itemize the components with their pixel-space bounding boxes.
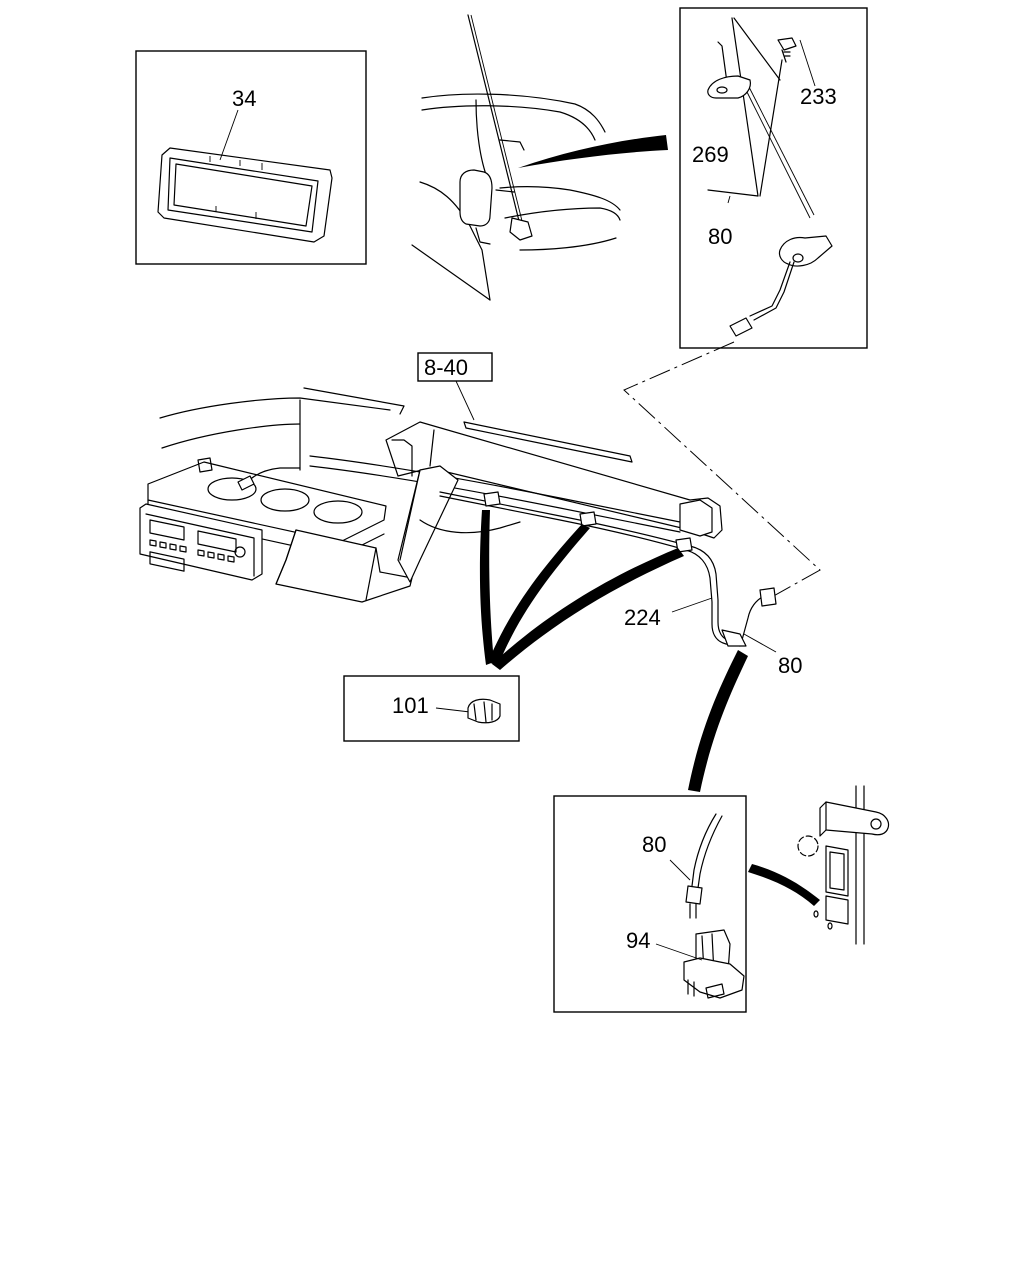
callout-101: 101 (392, 693, 429, 718)
antenna-pillar-view (411, 14, 621, 301)
callout-34: 34 (232, 86, 256, 111)
dashboard-assembly: 224 80 (139, 387, 802, 678)
detail-box-bezel: 34 (135, 50, 367, 265)
callout-94: 94 (626, 928, 650, 953)
pointer-arrows-clips (479, 510, 684, 670)
detail-box-connector: 80 94 (553, 795, 747, 1013)
callout-269: 269 (692, 142, 729, 167)
detail-box-antenna: 233 269 80 (679, 7, 868, 349)
callout-80-mid: 80 (778, 653, 802, 678)
pointer-arrow-connector (688, 650, 748, 792)
callout-80-bottom: 80 (642, 832, 666, 857)
callout-224: 224 (624, 605, 661, 630)
callout-233: 233 (800, 84, 837, 109)
pointer-arrow-pillar (518, 135, 668, 168)
detail-box-clip: 101 (343, 675, 520, 742)
bezel-part (157, 147, 333, 243)
pointer-arrow-panel (748, 864, 820, 906)
callout-80-top: 80 (708, 224, 732, 249)
reference-8-40: 8-40 (417, 352, 493, 421)
leader-antenna-cable (623, 341, 821, 599)
door-panel-view (797, 785, 890, 945)
callout-8-40: 8-40 (424, 355, 468, 380)
